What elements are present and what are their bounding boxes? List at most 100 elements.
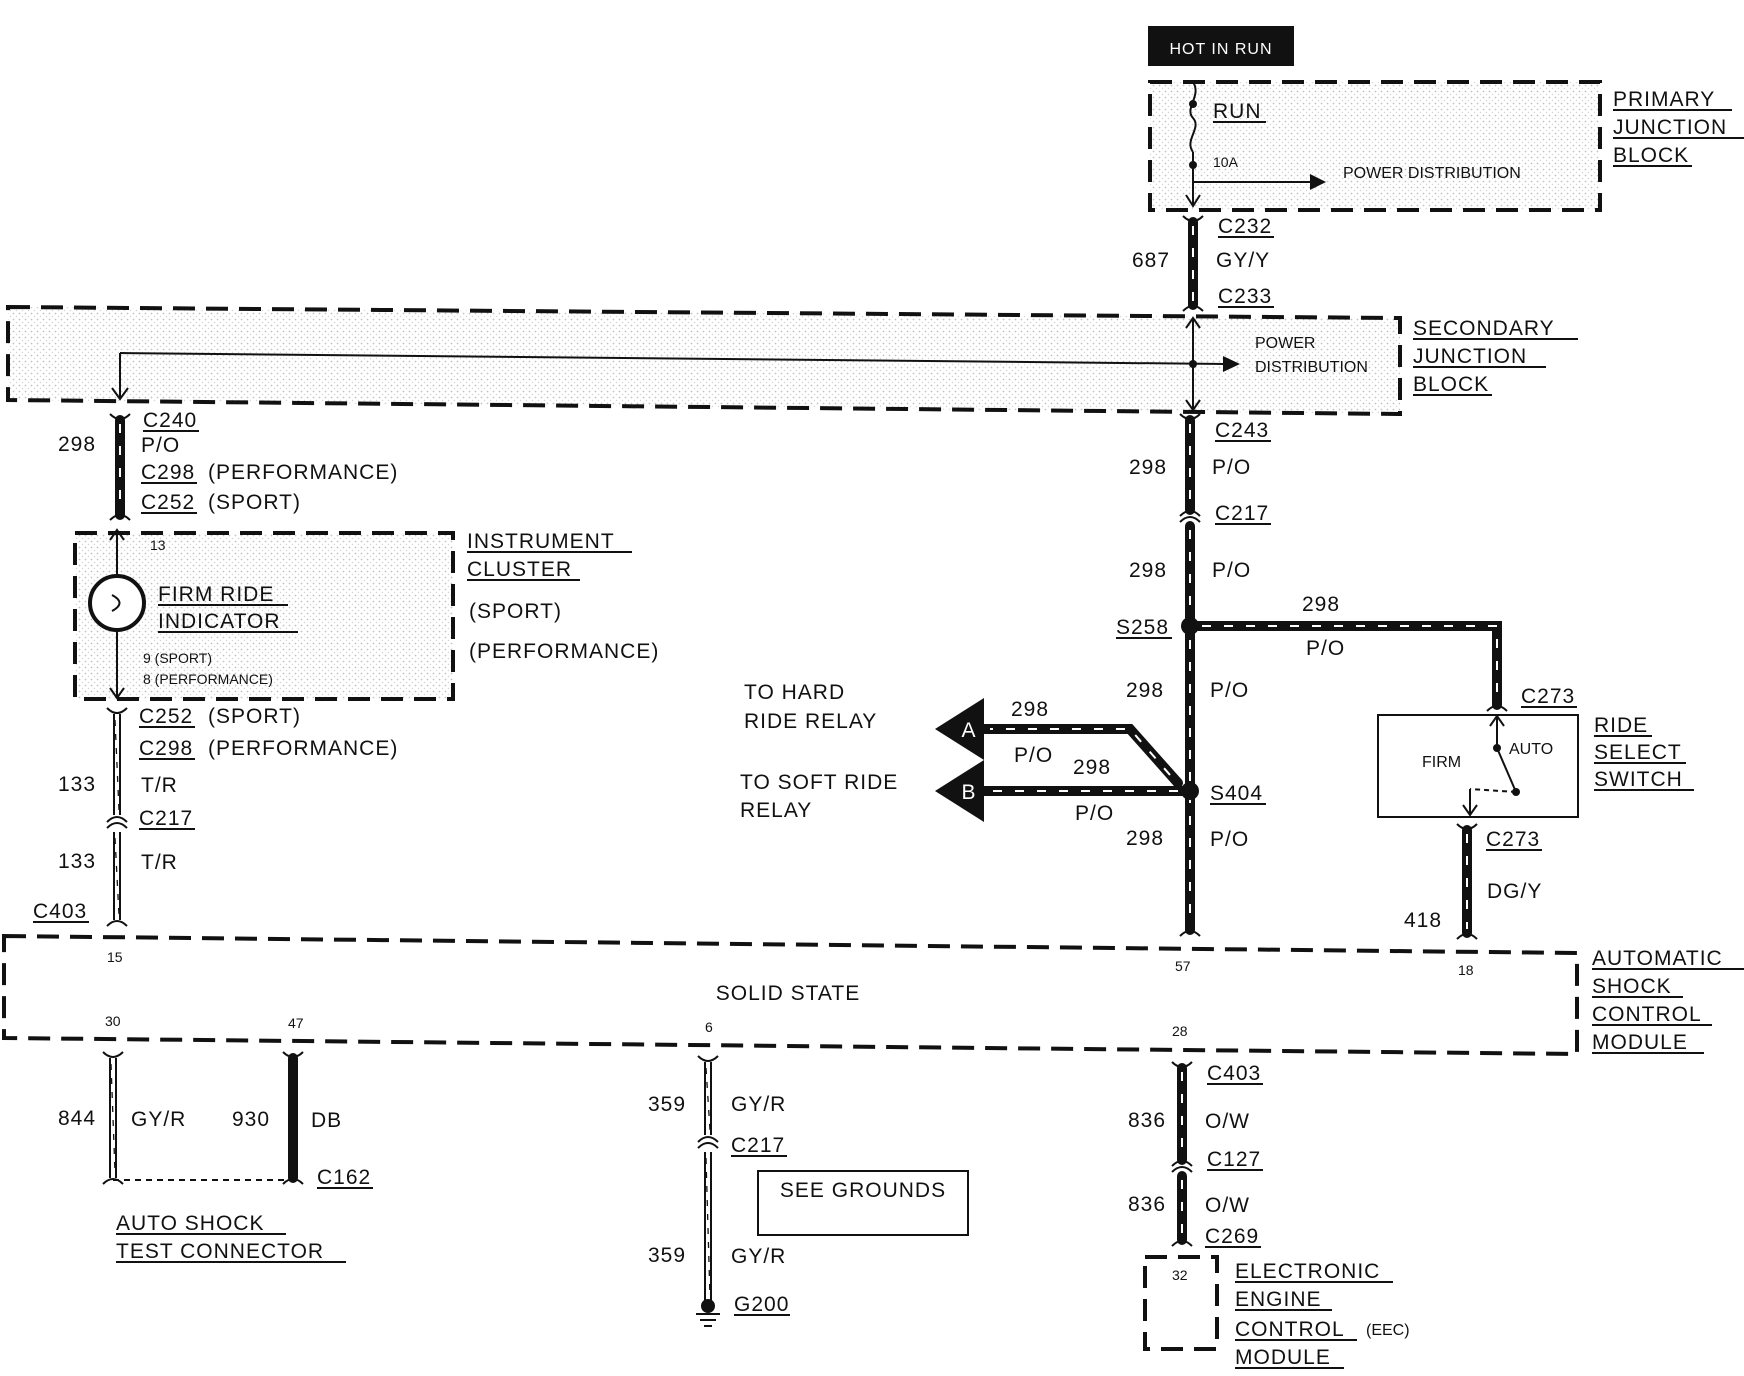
svg-text:18: 18 [1458,962,1474,978]
svg-text:ELECTRONIC: ELECTRONIC [1235,1260,1380,1283]
instrument-cluster: 13 FIRM RIDE INDICATOR 9 (SPORT) 8 (PERF… [73,528,659,701]
svg-text:T/R: T/R [141,774,178,797]
svg-text:(EEC): (EEC) [1366,1322,1410,1339]
svg-text:P/O: P/O [1075,802,1114,825]
svg-text:RIDE: RIDE [1594,714,1648,737]
svg-text:S404: S404 [1210,782,1263,805]
left-lower-133: C252 (SPORT) C298 (PERFORMANCE) 133 T/R … [33,705,397,927]
svg-text:INSTRUMENT: INSTRUMENT [467,530,615,553]
connector-c273-top: C273 [1521,685,1575,708]
svg-text:P/O: P/O [1212,559,1251,582]
svg-text:PRIMARY: PRIMARY [1613,88,1715,111]
wire-418: C273 DG/Y 418 [1404,823,1542,940]
fuse-icon [1189,81,1197,153]
see-grounds-box [757,1170,969,1236]
svg-text:C298: C298 [139,737,193,760]
svg-text:T/R: T/R [141,851,178,874]
svg-text:57: 57 [1175,958,1191,974]
svg-text:DB: DB [311,1109,342,1132]
svg-text:(PERFORMANCE): (PERFORMANCE) [469,640,659,663]
svg-text:MODULE: MODULE [1235,1346,1331,1369]
svg-text:SWITCH: SWITCH [1594,768,1683,791]
svg-text:298: 298 [1011,698,1049,721]
arrow-b-icon [935,760,984,822]
svg-text:GY/Y: GY/Y [1216,249,1270,272]
svg-text:(SPORT): (SPORT) [208,705,301,728]
svg-text:836: 836 [1128,1193,1166,1216]
svg-text:836: 836 [1128,1109,1166,1132]
svg-text:C252: C252 [141,491,195,514]
svg-text:AUTO SHOCK: AUTO SHOCK [116,1212,264,1235]
firm-ride-indicator-label: FIRM RIDE [158,583,274,606]
svg-text:6: 6 [705,1019,713,1035]
svg-text:(SPORT): (SPORT) [208,491,301,514]
svg-text:47: 47 [288,1015,304,1031]
svg-text:SHOCK: SHOCK [1592,975,1672,998]
connector-c269: C269 [1205,1225,1259,1248]
firm-ride-indicator-lamp-icon [88,574,146,632]
svg-text:P/O: P/O [141,434,180,457]
connector-c243: C243 [1215,419,1269,442]
svg-text:P/O: P/O [1014,744,1053,767]
svg-text:POWER: POWER [1255,335,1315,352]
svg-text:O/W: O/W [1205,1110,1250,1133]
svg-text:P/O: P/O [1210,828,1249,851]
connector-c127: C127 [1207,1148,1261,1171]
svg-text:O/W: O/W [1205,1194,1250,1217]
primary-junction-block: RUN 10A POWER DISTRIBUTION PRIMARY JUNCT… [1148,80,1744,212]
hot-in-run-tag: HOT IN RUN [1148,26,1294,66]
connector-c232: C232 [1218,215,1272,238]
solid-state-label: SOLID STATE [716,982,860,1005]
svg-text:SEE GROUNDS: SEE GROUNDS [780,1179,946,1202]
hard-ride-relay-branch: A 298 P/O TO HARD RIDE RELAY [744,681,1183,788]
ground-circuit: 359 GY/R C217 359 GY/R G200 SEE GROUNDS [648,1055,969,1327]
run-label: RUN [1213,100,1262,123]
connector-c217-right: C217 [1215,502,1269,525]
ride-select-switch: FIRM AUTO RIDE SELECT SWITCH [1377,714,1694,818]
svg-text:A: A [961,719,976,742]
svg-text:844: 844 [58,1107,96,1130]
svg-text:JUNCTION: JUNCTION [1613,116,1727,139]
svg-text:TEST CONNECTOR: TEST CONNECTOR [116,1240,324,1263]
svg-text:GY/R: GY/R [731,1093,786,1116]
svg-text:BLOCK: BLOCK [1413,373,1489,396]
svg-text:298: 298 [1126,679,1164,702]
svg-text:INDICATOR: INDICATOR [158,610,281,633]
svg-text:(SPORT): (SPORT) [469,600,562,623]
connector-c217-ground: C217 [731,1134,785,1157]
svg-text:POWER DISTRIBUTION: POWER DISTRIBUTION [1343,165,1521,182]
auto-shock-control-module: SOLID STATE 15 57 18 30 47 6 28 AUTOMATI… [1,933,1744,1057]
wire-687: C232 687 GY/Y C233 [1132,215,1274,312]
svg-text:TO HARD: TO HARD [744,681,845,704]
svg-text:P/O: P/O [1210,679,1249,702]
soft-ride-relay-branch: B 298 P/O TO SOFT RIDE RELAY [740,756,1190,825]
right-trunk-298: C243 298 P/O C217 298 P/O S258 298 P/O S… [1116,413,1271,937]
svg-text:8 (PERFORMANCE): 8 (PERFORMANCE) [143,671,273,687]
svg-text:ENGINE: ENGINE [1235,1288,1322,1311]
svg-text:AUTOMATIC: AUTOMATIC [1592,947,1723,970]
svg-text:15: 15 [107,949,123,965]
svg-text:C252: C252 [139,705,193,728]
svg-text:RIDE RELAY: RIDE RELAY [744,710,877,733]
svg-text:133: 133 [58,850,96,873]
branch-to-switch: 298 P/O C273 [1185,593,1577,712]
svg-text:GY/R: GY/R [131,1108,186,1131]
svg-text:MODULE: MODULE [1592,1031,1688,1054]
connector-c403-eec: C403 [1207,1062,1261,1085]
svg-text:10A: 10A [1213,154,1239,170]
svg-text:9 (SPORT): 9 (SPORT) [143,650,212,666]
svg-text:298: 298 [1129,456,1167,479]
svg-text:CONTROL: CONTROL [1592,1003,1702,1026]
svg-text:P/O: P/O [1212,456,1251,479]
svg-text:S258: S258 [1116,616,1169,639]
svg-text:FIRM: FIRM [1422,754,1461,771]
svg-text:298: 298 [1073,756,1111,779]
svg-text:C298: C298 [141,461,195,484]
svg-text:GY/R: GY/R [731,1245,786,1268]
svg-text:SECONDARY: SECONDARY [1413,317,1555,340]
svg-text:DG/Y: DG/Y [1487,880,1542,903]
svg-text:JUNCTION: JUNCTION [1413,345,1527,368]
connector-c217-left: C217 [139,807,193,830]
svg-text:687: 687 [1132,249,1170,272]
